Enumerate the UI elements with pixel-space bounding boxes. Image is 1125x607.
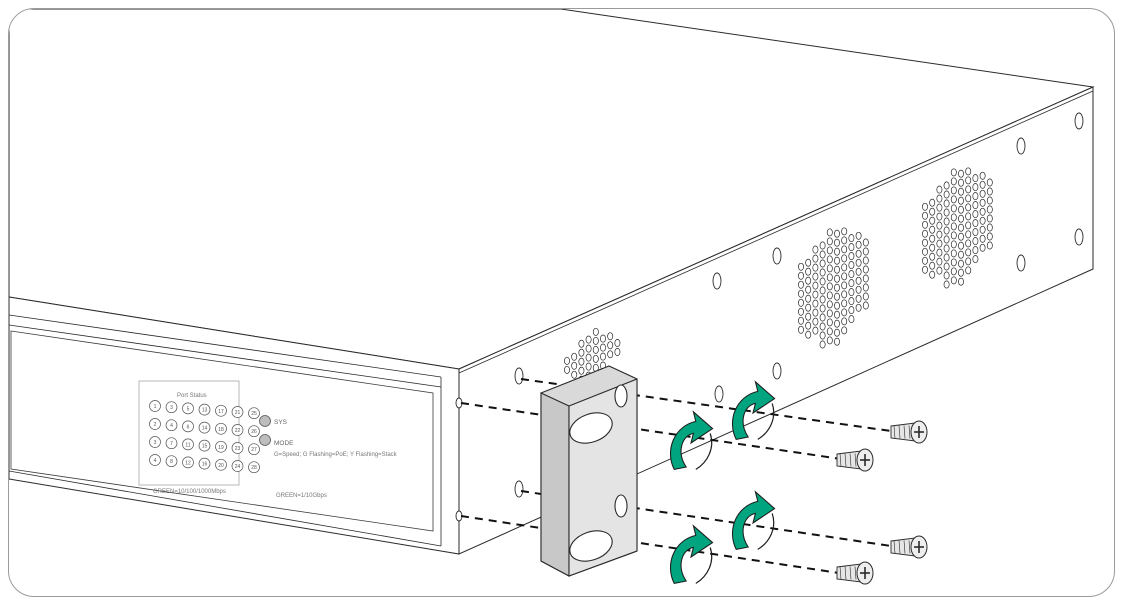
port-number: 13 <box>202 408 208 414</box>
port-led <box>248 425 260 438</box>
port-number: 26 <box>251 429 257 435</box>
port-led <box>149 454 161 466</box>
port-number: 2 <box>154 422 157 428</box>
port-number: 19 <box>218 445 224 451</box>
port-number: 7 <box>170 441 173 447</box>
port-number: 16 <box>202 462 208 468</box>
rotation-arrow-icon <box>732 490 776 551</box>
port-led <box>149 436 161 448</box>
mode-led <box>259 434 271 446</box>
port-led <box>182 402 194 415</box>
screw-icon <box>890 420 928 444</box>
front-label-plate <box>10 330 434 532</box>
rotation-arrow-icon <box>670 410 714 471</box>
port-led <box>198 457 211 470</box>
sys-label: SYS <box>274 419 288 426</box>
port-number: 3 <box>170 405 173 411</box>
port-number: 6 <box>187 424 190 430</box>
screw-icon <box>890 535 928 559</box>
port-number: 5 <box>187 406 190 412</box>
port-number: 12 <box>185 460 191 466</box>
port-led <box>248 443 260 456</box>
port-number: 3 <box>154 440 157 446</box>
port-led <box>182 438 194 451</box>
port-led <box>165 401 178 414</box>
legend-right: GREEN=1/10Gbps <box>276 493 327 499</box>
port-number: 27 <box>251 447 257 453</box>
port-led <box>248 407 260 420</box>
port-number: 15 <box>202 444 208 450</box>
port-led <box>231 460 244 472</box>
port-led <box>165 455 178 468</box>
port-number: 23 <box>235 446 241 452</box>
port-led <box>215 404 227 417</box>
port-led <box>165 419 178 432</box>
port-number: 18 <box>218 427 224 433</box>
port-number: 21 <box>235 410 241 416</box>
port-led <box>215 458 227 471</box>
screws <box>836 420 928 585</box>
mounting-bracket <box>540 365 638 577</box>
rotation-arrow-icon <box>732 380 776 441</box>
port-led <box>215 440 227 453</box>
port-number: 1 <box>154 404 157 410</box>
rotation-arrow-icon <box>670 524 714 585</box>
port-number: 8 <box>170 459 173 465</box>
port-led <box>231 442 244 454</box>
mode-description: G=Speed; G Flashing=PoE; Y Flashing=Stac… <box>274 452 398 458</box>
port-number: 14 <box>202 426 208 432</box>
port-number: 4 <box>154 458 157 464</box>
port-led <box>182 420 194 433</box>
sys-led <box>259 415 271 427</box>
port-led <box>165 437 178 450</box>
legend-left: GREEN=10/100/1000Mbps <box>153 489 226 495</box>
port-led <box>248 461 260 474</box>
port-number: 4 <box>170 423 173 429</box>
screw-icon <box>836 561 874 585</box>
port-number: 17 <box>218 409 224 415</box>
rotation-arrows <box>670 380 776 585</box>
port-led <box>231 424 244 436</box>
port-led <box>198 403 211 416</box>
port-led <box>149 400 161 412</box>
port-number: 22 <box>235 428 241 434</box>
port-led <box>231 406 244 418</box>
port-number: 24 <box>235 464 241 470</box>
port-number: 20 <box>218 463 224 469</box>
port-number: 25 <box>251 411 257 417</box>
mode-label: MODE <box>274 440 294 447</box>
port-number: 11 <box>185 442 190 448</box>
port-led <box>198 421 211 434</box>
port-number: 28 <box>251 465 257 471</box>
port-led <box>149 418 161 430</box>
port-led <box>198 439 211 452</box>
port-status-label: Port Status <box>177 393 207 399</box>
port-led <box>182 456 194 469</box>
screw-icon <box>836 448 874 472</box>
port-led <box>215 422 227 435</box>
